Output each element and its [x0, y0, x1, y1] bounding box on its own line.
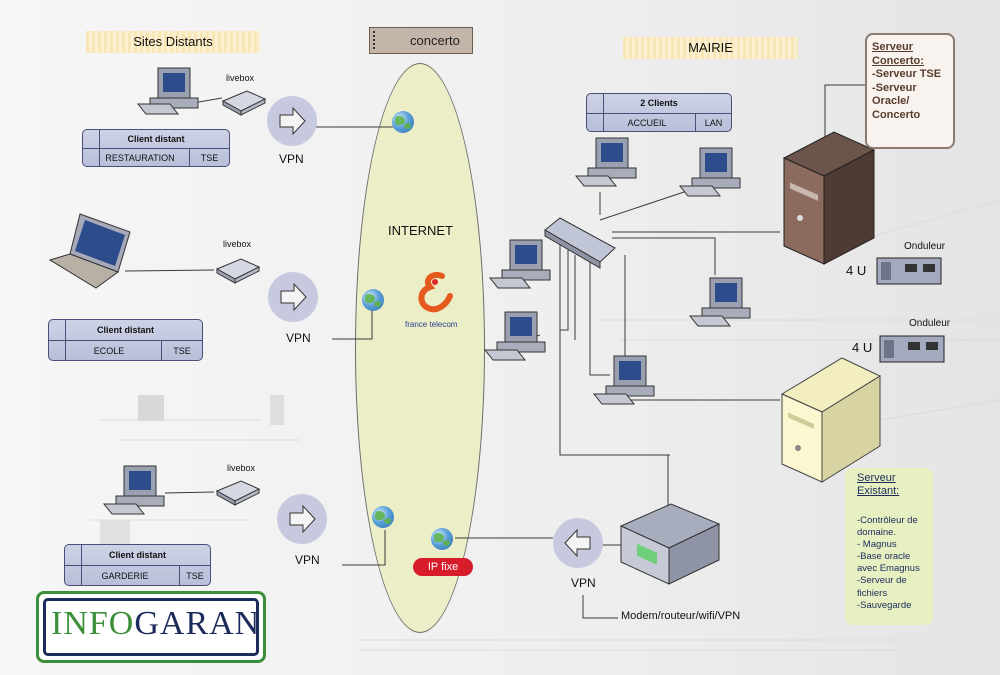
concerto-title: concerto	[410, 33, 460, 48]
site3-client-title: Client distant	[65, 545, 210, 566]
right-arrow-icon	[279, 106, 306, 136]
site2-vpn-arrow-icon	[268, 272, 318, 322]
server-concerto-note: Serveur Concerto: -Serveur TSE -Serveur …	[865, 33, 955, 149]
site3-livebox-label: livebox	[227, 463, 256, 473]
server-existant-item: domaine.	[857, 527, 897, 539]
onduleur2-size: 4 U	[852, 340, 873, 355]
server-concerto-line-0: Serveur	[872, 41, 913, 53]
server-concerto-line-2: -Serveur TSE	[872, 68, 942, 80]
site2-livebox-label: livebox	[223, 239, 252, 249]
site1-client-name: RESTAURATION	[105, 153, 175, 163]
onduleur2-icon	[879, 335, 945, 363]
mairie-clients-accueil: ACCUEIL	[627, 117, 667, 128]
server-existant-item: -Sauvegarde	[857, 599, 912, 611]
server-existant-title-1: Existant:	[857, 485, 900, 497]
mairie-clients-box: 2 Clients ACCUEIL LAN	[586, 93, 732, 132]
server-concerto-line-1: Concerto:	[872, 54, 924, 67]
server-concerto-line-5: Concerto	[872, 108, 921, 121]
mairie-header: MAIRIE	[623, 37, 798, 59]
workstation-2	[679, 147, 741, 197]
sites-distants-header: Sites Distants	[86, 31, 260, 53]
workstation-3	[489, 239, 551, 289]
server-existant-title-0: Serveur	[857, 472, 896, 484]
site3-globe-icon	[372, 506, 394, 528]
internet-label: INTERNET	[388, 223, 453, 238]
site2-client-app: TSE	[161, 341, 202, 361]
modem-vpn-label: VPN	[571, 576, 596, 590]
site2-vpn-label: VPN	[286, 331, 311, 345]
modem-label: Modem/routeur/wifi/VPN	[621, 610, 741, 622]
workstation-5	[484, 311, 546, 361]
site3-computer	[102, 465, 165, 515]
server-existant-tower	[780, 357, 882, 483]
site2-client-box: Client distant ECOLE TSE	[48, 319, 203, 361]
workstation-4	[689, 277, 751, 327]
modem-router-icon	[619, 503, 721, 585]
site2-client-title: Client distant	[49, 320, 202, 341]
ip-fixe-globe-icon	[431, 528, 453, 550]
site2-laptop	[48, 213, 131, 289]
right-arrow-icon	[289, 504, 316, 534]
site3-livebox-icon	[215, 480, 261, 506]
server-existant-note: Serveur Existant: -Contrôleur de domaine…	[845, 468, 933, 625]
right-arrow-icon	[280, 282, 307, 312]
workstation-1	[575, 137, 637, 187]
sites-distants-title: Sites Distants	[133, 34, 213, 49]
site1-vpn-arrow-icon	[267, 96, 317, 146]
onduleur1-label: Onduleur	[904, 241, 946, 252]
france-telecom-label: france telecom	[405, 320, 458, 329]
server-existant-item: -Serveur de	[857, 575, 907, 587]
onduleur2-label: Onduleur	[909, 318, 951, 329]
concerto-header: concerto	[369, 27, 473, 54]
modem-vpn-arrow-icon	[553, 518, 603, 568]
concerto-header-grip	[373, 31, 379, 49]
site1-globe-icon	[392, 111, 414, 133]
ampersand-icon	[418, 272, 453, 313]
site1-client-title: Client distant	[83, 130, 229, 149]
site3-vpn-label: VPN	[295, 553, 320, 567]
mairie-title: MAIRIE	[688, 40, 733, 55]
mairie-clients-title: 2 Clients	[587, 94, 731, 114]
site1-client-app: TSE	[189, 149, 229, 167]
site2-client-name: ECOLE	[93, 346, 125, 356]
site3-client-box: Client distant GARDERIE TSE	[64, 544, 211, 586]
mairie-clients-lan: LAN	[695, 113, 731, 132]
onduleur1-icon	[876, 257, 942, 285]
left-arrow-icon	[564, 528, 591, 558]
site1-vpn-label: VPN	[279, 152, 304, 166]
infogaran-logo: INFOGARAN	[36, 591, 266, 663]
site1-client-box: Client distant RESTAURATION TSE	[82, 129, 230, 167]
site3-vpn-arrow-icon	[277, 494, 327, 544]
server-concerto-line-3: -Serveur	[872, 81, 917, 94]
server-existant-item: -Contrôleur de	[857, 515, 918, 526]
ip-fixe-badge: IP fixe	[413, 558, 473, 576]
site2-livebox-icon	[215, 258, 261, 284]
server-concerto-tower	[782, 131, 876, 265]
site3-client-app: TSE	[179, 566, 210, 586]
site2-globe-icon	[362, 289, 384, 311]
server-existant-item: fichiers	[857, 587, 888, 599]
workstation-6	[593, 355, 655, 405]
site1-livebox-icon	[221, 90, 267, 116]
logo-part-info: INFO	[51, 605, 135, 642]
server-existant-item: - Magnus	[857, 539, 897, 551]
server-existant-item: avec Emagnus	[857, 563, 920, 575]
france-telecom-logo	[410, 270, 460, 320]
logo-part-garan: GARAN	[134, 605, 261, 642]
site3-client-name: GARDERIE	[101, 571, 149, 581]
site1-computer	[136, 67, 199, 115]
site1-livebox-label: livebox	[226, 73, 255, 83]
server-existant-item: -Base oracle	[857, 551, 911, 563]
server-concerto-line-4: Oracle/	[872, 95, 910, 107]
onduleur1-size: 4 U	[846, 263, 867, 278]
